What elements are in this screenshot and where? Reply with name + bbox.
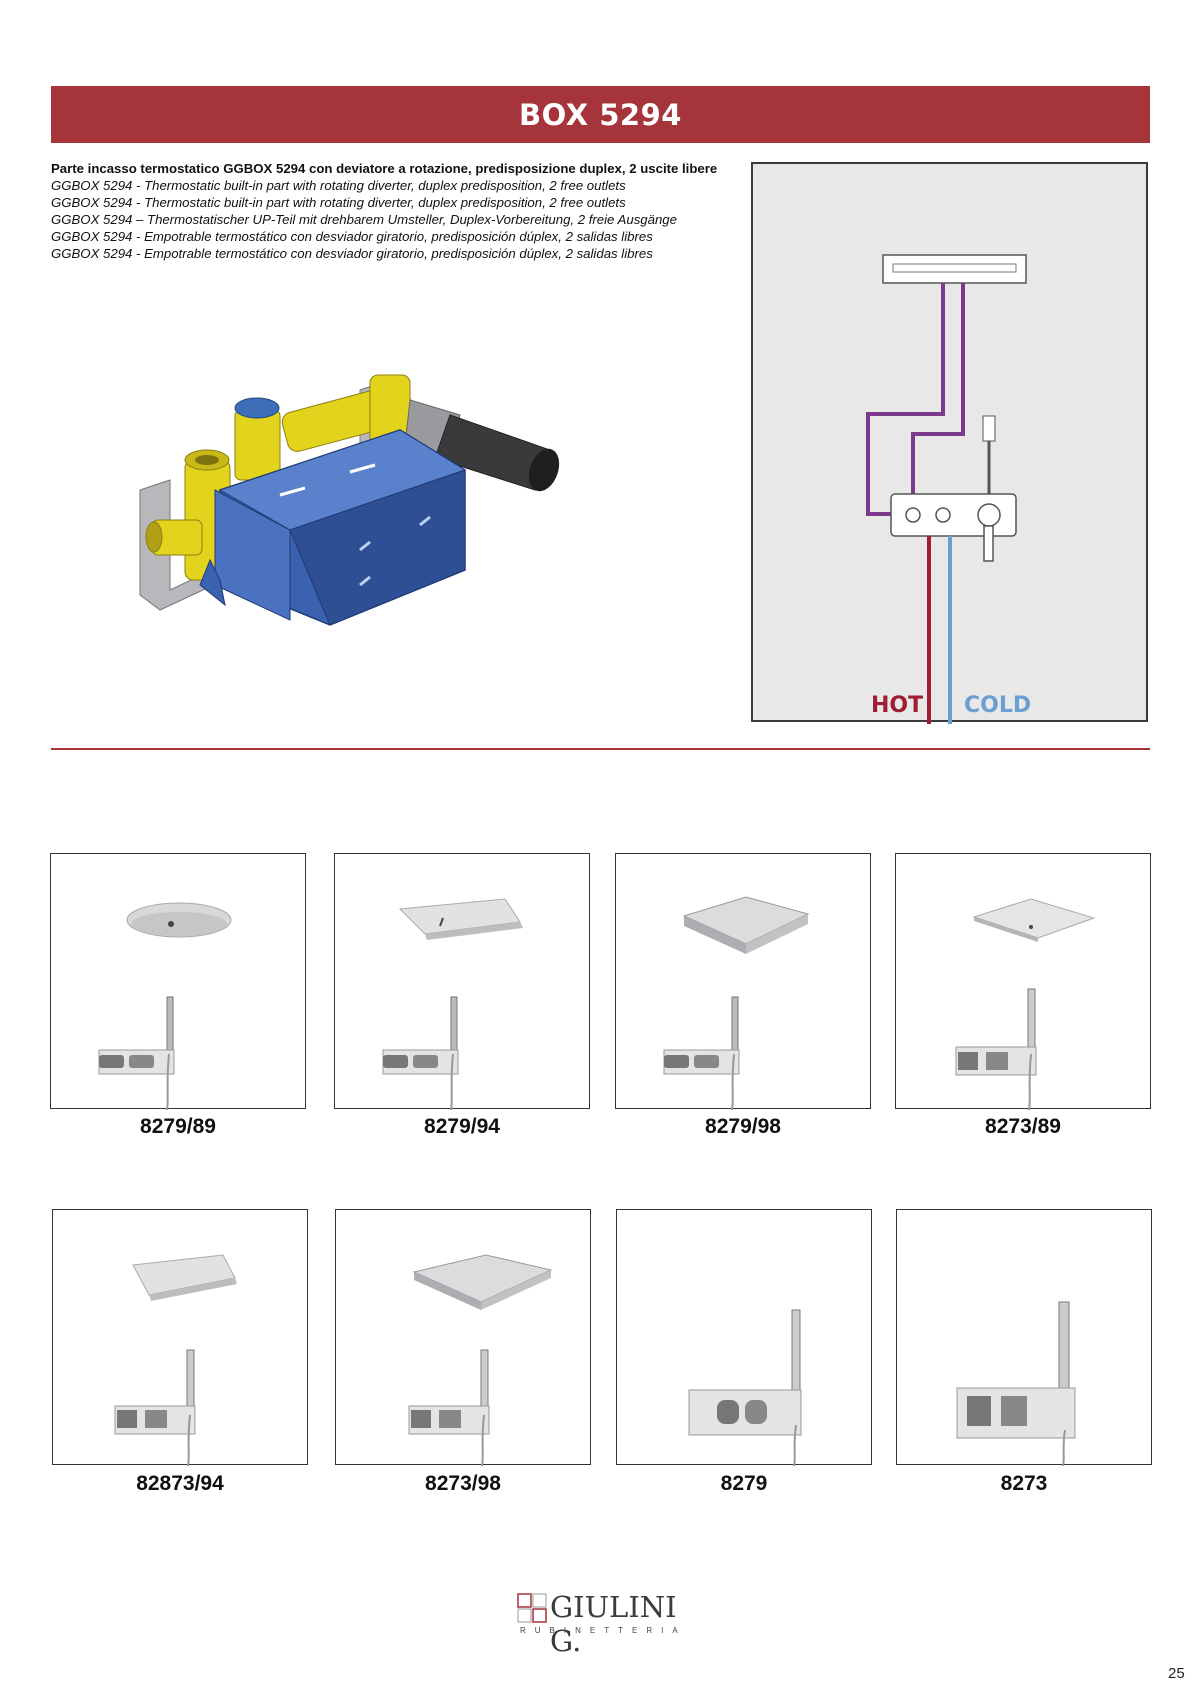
description-line-es-2: GGBOX 5294 - Empotrable termostático con… (51, 246, 653, 261)
page-title: BOX 5294 (519, 97, 682, 132)
product-code: 82873/94 (136, 1472, 224, 1495)
description-line-en: GGBOX 5294 - Thermostatic built-in part … (51, 178, 626, 193)
logo-name: GIULINI G. (550, 1590, 677, 1658)
product-tile[interactable] (616, 1209, 872, 1466)
logo-subtitle: RUBINETTERIA (520, 1626, 687, 1635)
product-code: 8279/94 (424, 1115, 500, 1138)
product-code: 8273/98 (425, 1472, 501, 1495)
product-tile[interactable] (895, 853, 1151, 1110)
description-line-de: GGBOX 5294 – Thermostatischer UP-Teil mi… (51, 212, 677, 227)
product-code: 8279/89 (140, 1115, 216, 1138)
section-divider (51, 748, 1150, 750)
giulini-logo: GIULINI G. RUBINETTERIA (517, 1590, 687, 1658)
product-code: 8279/98 (705, 1115, 781, 1138)
product-code: 8279 (720, 1472, 768, 1495)
product-tile[interactable] (896, 1209, 1152, 1466)
hot-label: HOT (871, 693, 924, 718)
product-tile[interactable] (50, 853, 306, 1110)
product-tile[interactable] (334, 853, 590, 1110)
installation-diagram: HOT COLD (751, 162, 1148, 724)
product-tile[interactable] (52, 1209, 308, 1466)
description-line-es: GGBOX 5294 - Empotrable termostático con… (51, 229, 653, 244)
product-tile[interactable] (615, 853, 871, 1110)
builtin-box-illustration (130, 360, 630, 690)
description-italian: Parte incasso termostatico GGBOX 5294 co… (51, 161, 718, 176)
product-code: 8273/89 (985, 1115, 1061, 1138)
page-number: 25 (1168, 1665, 1185, 1682)
product-description: Parte incasso termostatico GGBOX 5294 co… (51, 160, 727, 262)
product-code: 8273 (1000, 1472, 1048, 1495)
logo-mark-icon (517, 1593, 547, 1623)
cold-label: COLD (964, 693, 1032, 718)
title-bar: BOX 5294 (51, 86, 1150, 143)
product-tile[interactable] (335, 1209, 591, 1466)
description-line-en-2: GGBOX 5294 - Thermostatic built-in part … (51, 195, 626, 210)
